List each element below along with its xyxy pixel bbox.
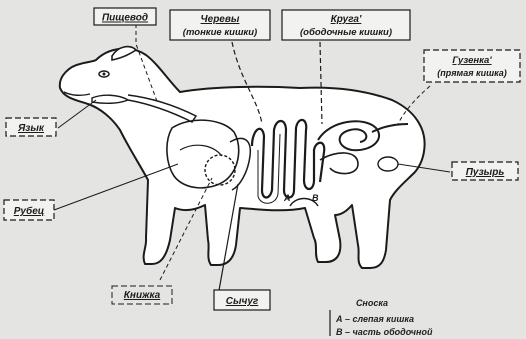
sheep-silhouette: [60, 49, 425, 268]
label-omasum: Книжка: [124, 290, 161, 301]
legend-title: Сноска: [356, 298, 388, 308]
label-abomasum: Сычуг: [226, 296, 259, 307]
label-colon-2: (ободочные кишки): [300, 27, 392, 38]
label-esophagus: Пищевод: [102, 13, 148, 24]
marker-b: В: [312, 193, 319, 203]
label-rumen: Рубец: [14, 205, 45, 217]
legend-item-b: В – часть ободочной: [336, 327, 433, 337]
legend-item-a: А – слепая кишка: [335, 314, 414, 324]
marker-a: А: [283, 193, 291, 203]
leader-tongue: [58, 100, 96, 128]
label-bladder: Пузырь: [466, 167, 505, 178]
label-small-intestine-1: Черевы: [201, 14, 240, 25]
label-tongue: Язык: [17, 123, 45, 134]
label-small-intestine-2: (тонкие кишки): [183, 27, 257, 38]
label-rectum-2: (прямая кишка): [437, 68, 507, 78]
label-rectum-1: Гузенка': [452, 55, 492, 66]
label-colon-1: Круга': [331, 14, 362, 25]
sheep-pupil: [103, 73, 106, 76]
legend: Сноска А – слепая кишка В – часть ободоч…: [330, 298, 433, 337]
